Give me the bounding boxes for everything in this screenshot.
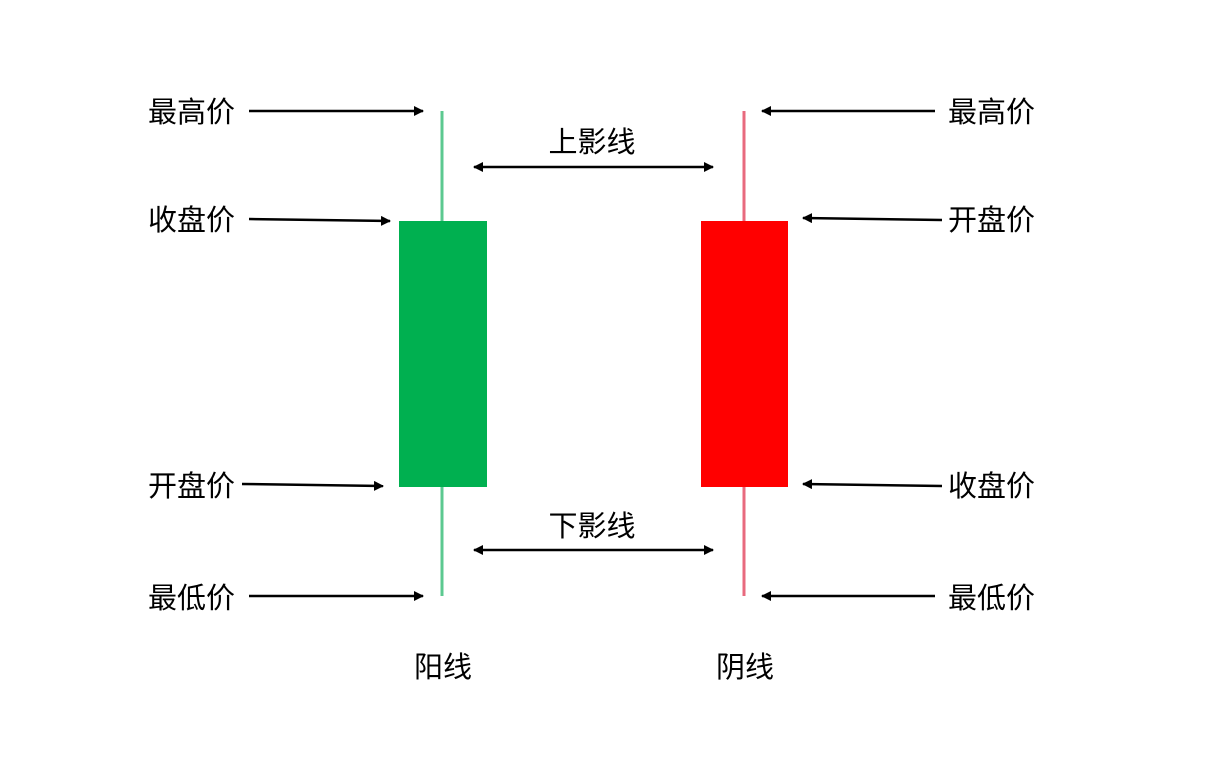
lower-shadow-label: 下影线: [548, 509, 635, 543]
right-open-label: 开盘价: [948, 203, 1035, 237]
bearish-caption: 阴线: [716, 650, 774, 684]
bearish-body: [701, 221, 788, 487]
left-low-label: 最低价: [148, 581, 235, 615]
left-high-label: 最高价: [148, 95, 235, 129]
bullish-body: [399, 221, 487, 487]
bullish-caption: 阳线: [414, 650, 472, 684]
left-open-arrow: [241, 480, 384, 491]
upper-shadow-label: 上影线: [548, 125, 635, 159]
right-low-label: 最低价: [948, 581, 1035, 615]
right-close-arrow: [802, 479, 943, 490]
right-close-label: 收盘价: [948, 469, 1035, 503]
right-high-label: 最高价: [948, 95, 1035, 129]
right-open-arrow: [802, 213, 943, 224]
left-open-label: 开盘价: [148, 469, 235, 503]
left-close-arrow: [248, 215, 391, 226]
left-close-label: 收盘价: [148, 203, 235, 237]
